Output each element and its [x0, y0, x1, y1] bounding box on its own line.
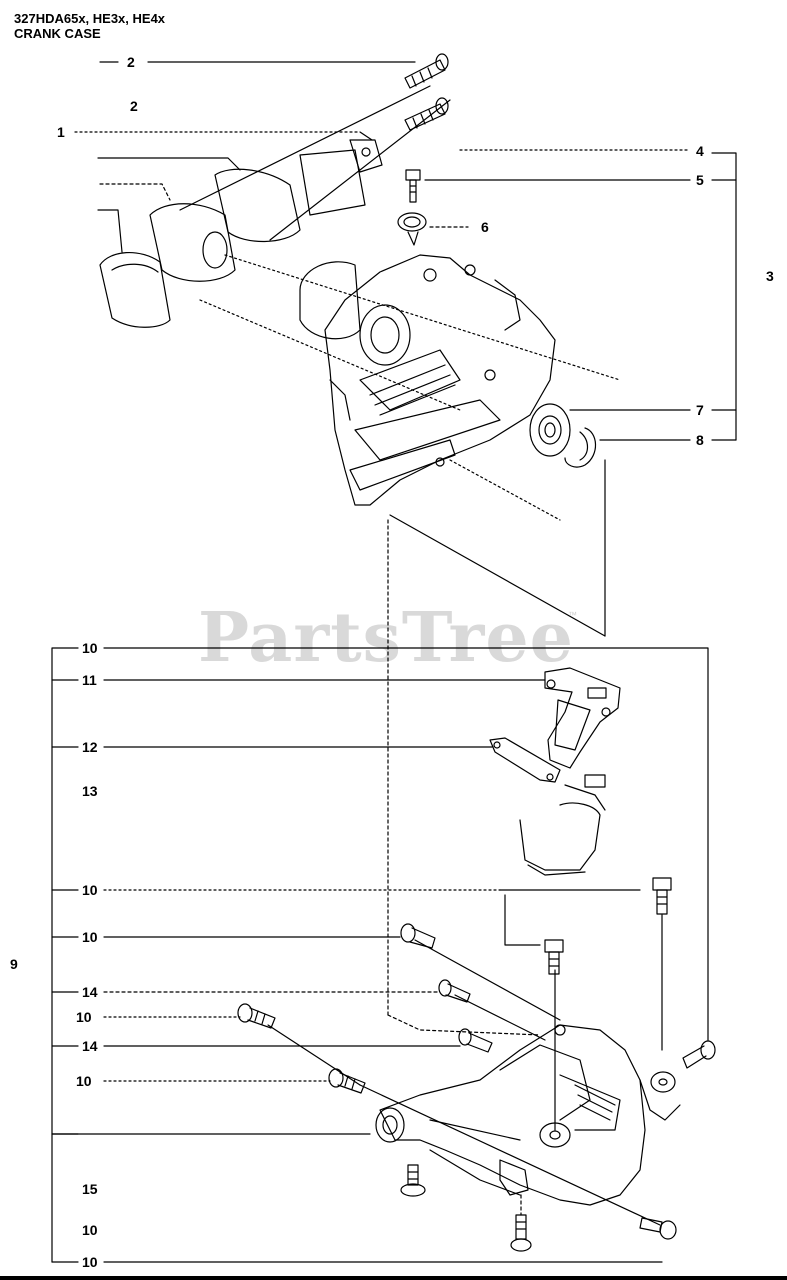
callout-15: 15: [82, 1181, 98, 1197]
bolt-lower-10b: [400, 923, 436, 949]
bolt-lower-10d: [237, 1003, 276, 1029]
bearing-upper: [529, 403, 571, 457]
callout-2-top: 2: [127, 54, 135, 70]
bolt-lower-15: [400, 1164, 426, 1197]
callout-10-b: 10: [82, 882, 98, 898]
bolt-lower-right-top: [652, 877, 672, 915]
callout-13: 13: [82, 783, 98, 799]
callout-10-f: 10: [82, 1222, 98, 1238]
crankcase-upper-half: [299, 254, 556, 506]
callout-5: 5: [696, 172, 704, 188]
callout-8: 8: [696, 432, 704, 448]
retaining-ring-upper: [564, 427, 597, 468]
bolt-lower-center: [544, 939, 564, 975]
screw-lower-14b: [458, 1028, 493, 1053]
callout-1: 1: [57, 124, 65, 140]
leader-lines-lower: [51, 647, 709, 1263]
bolt-upper-2: [404, 97, 449, 131]
seal-half-shells-upper: [99, 139, 383, 328]
bolt-lower-10e: [328, 1068, 366, 1094]
bottom-border: [0, 1276, 787, 1280]
callout-10-g: 10: [82, 1254, 98, 1270]
clip-upper: [397, 212, 427, 246]
watermark: PartsTree: [198, 598, 574, 678]
screw-lower-14a: [438, 979, 471, 1003]
gasket-lower: [544, 667, 621, 769]
tab-washer-lower: [489, 737, 561, 783]
callout-10-a: 10: [82, 640, 98, 656]
model-line: 327HDA65x, HE3x, HE4x: [14, 11, 166, 26]
callout-11: 11: [82, 672, 97, 688]
callout-10-c: 10: [82, 929, 98, 945]
callout-12: 12: [82, 739, 98, 755]
callout-10-e: 10: [76, 1073, 92, 1089]
callout-14-a: 14: [82, 984, 98, 1000]
bolt-upper-1: [404, 53, 449, 89]
callout-4: 4: [696, 143, 704, 159]
callout-14-b: 14: [82, 1038, 98, 1054]
bolt-lower-10g: [639, 1217, 677, 1240]
callout-3: 3: [766, 268, 774, 284]
callout-6: 6: [481, 219, 489, 235]
crankcase-lower-half: [375, 1024, 681, 1206]
screw-upper: [405, 169, 421, 203]
seal-half-shell-lower: [519, 774, 606, 876]
callout-7: 7: [696, 402, 704, 418]
bolt-lower-10f: [510, 1194, 532, 1252]
section-title: CRANK CASE: [14, 26, 101, 41]
watermark-trademark: ™: [568, 610, 577, 620]
leader-lines-upper: [74, 61, 737, 1036]
callout-10-d: 10: [76, 1009, 92, 1025]
callout-9: 9: [10, 956, 18, 972]
bolt-lower-right-side: [682, 1040, 716, 1069]
callout-2-second: 2: [130, 98, 138, 114]
